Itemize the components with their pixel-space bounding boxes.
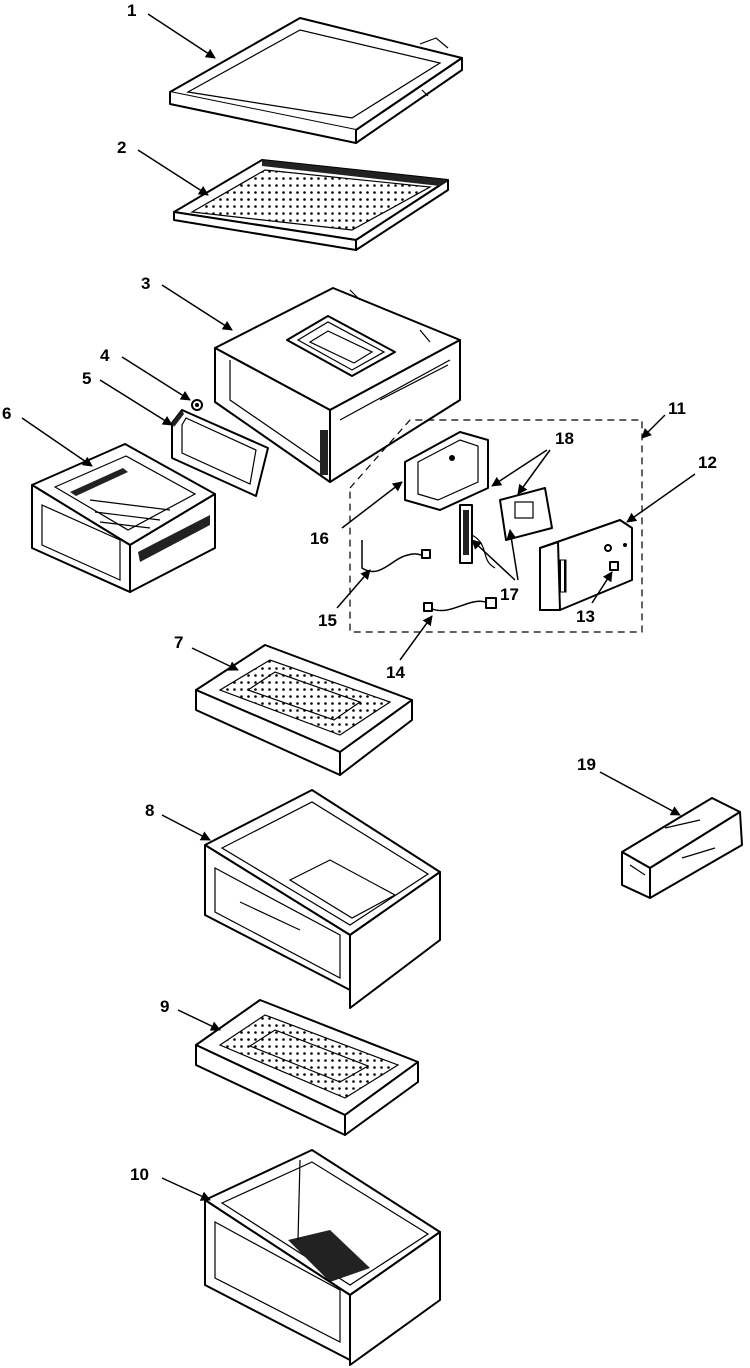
part-8-drawer — [204, 789, 441, 1009]
callout-18: 18 — [555, 429, 574, 448]
part-15-wire — [361, 540, 431, 573]
callout-13: 13 — [576, 607, 595, 626]
part-14-harness — [423, 597, 497, 612]
callout-4: 4 — [100, 346, 110, 365]
callout-11: 11 — [668, 399, 686, 418]
callout-5: 5 — [82, 369, 91, 388]
callout-7: 7 — [174, 633, 183, 652]
callout-14: 14 — [386, 663, 405, 682]
part-2-glass-shelf — [173, 159, 449, 251]
leader-lines — [21, 13, 696, 1201]
part-6-drawer — [31, 443, 216, 593]
part-1-shelf — [169, 17, 463, 144]
callout-9: 9 — [160, 997, 169, 1016]
part-17-sensor — [459, 504, 496, 569]
part-9-crisper-cover — [195, 999, 419, 1136]
part-16-bracket — [404, 431, 489, 511]
callout-8: 8 — [145, 801, 154, 820]
part-4-knob — [191, 399, 203, 411]
callout-17: 17 — [500, 585, 519, 604]
part-11-assembly-boundary — [349, 419, 643, 633]
part-5-panel — [171, 409, 269, 497]
callout-10: 10 — [130, 1165, 149, 1184]
part-13-screw — [609, 561, 619, 571]
callout-2: 2 — [117, 138, 126, 157]
callout-16: 16 — [310, 529, 329, 548]
callout-3: 3 — [141, 274, 150, 293]
callout-19: 19 — [577, 755, 596, 774]
part-18-module — [499, 487, 553, 541]
part-19-door-bin — [621, 797, 743, 899]
part-12-control-housing — [539, 519, 633, 611]
callout-1: 1 — [127, 1, 136, 20]
callout-6: 6 — [2, 404, 11, 423]
part-7-crisper-cover — [195, 644, 413, 776]
part-10-drawer — [204, 1149, 441, 1366]
part-3-housing — [214, 287, 461, 483]
callout-15: 15 — [318, 611, 337, 630]
callout-12: 12 — [698, 453, 717, 472]
callout-labels: 1 2 3 4 5 6 7 8 9 10 11 12 13 14 15 16 1… — [2, 1, 717, 1184]
